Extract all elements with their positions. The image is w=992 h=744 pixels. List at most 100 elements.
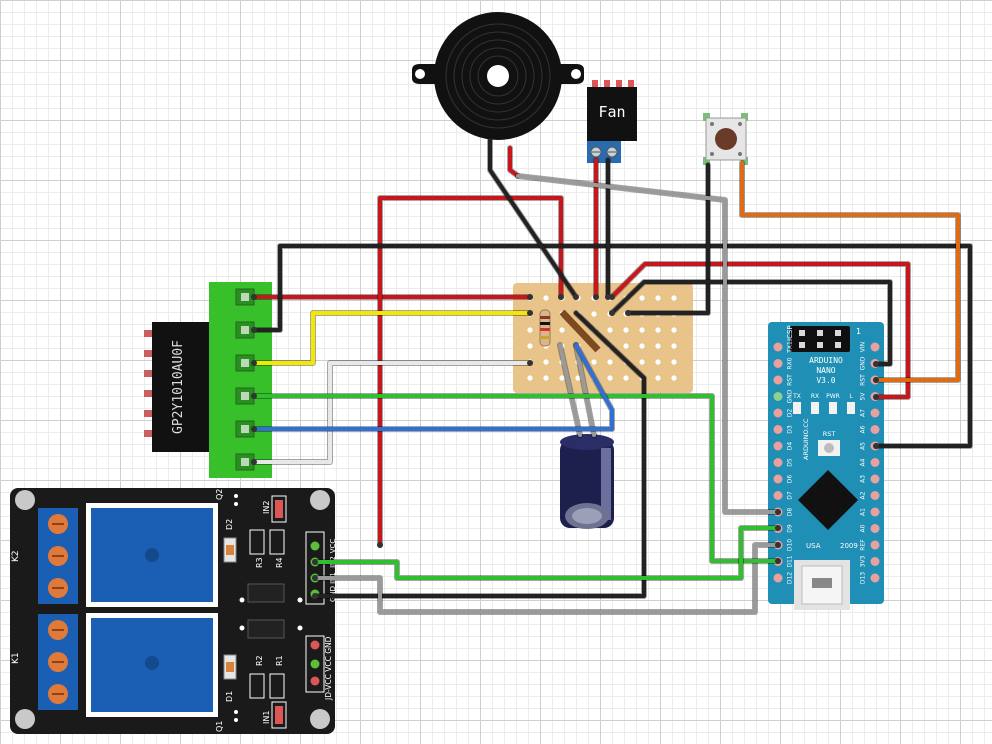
strip-hole: [655, 359, 661, 365]
strip-hole: [527, 343, 533, 349]
arduino-led-tx: TX: [792, 393, 801, 400]
arduino-pin-left: [773, 359, 783, 368]
arduino-pin-label-left: D7: [787, 491, 794, 500]
arduino-pin-right: [870, 491, 880, 500]
wire-endpoint: [558, 294, 564, 300]
arduino-pin-left: [773, 375, 783, 385]
arduino-pin-label-left: D2: [787, 409, 794, 418]
arduino-pin-label-left: D6: [787, 475, 794, 484]
wire-endpoint: [251, 426, 257, 432]
wire-gray: [574, 343, 596, 437]
wire-green: [252, 394, 780, 563]
wire-endpoint: [251, 294, 257, 300]
relay-header-label: VCC: [329, 539, 337, 554]
arduino-pin-label-left: D5: [787, 458, 794, 467]
wire-red: [508, 146, 520, 178]
arduino-pin-left: [773, 441, 783, 451]
strip-hole: [607, 359, 613, 365]
piezo-buzzer: [412, 12, 584, 140]
relay-label-in1: IN1: [262, 711, 271, 724]
strip-hole: [639, 327, 645, 333]
wire-endpoint: [873, 394, 879, 400]
strip-hole: [623, 327, 629, 333]
arduino-led-rx: RX: [811, 393, 819, 400]
arduino-pin-right: [870, 557, 880, 566]
relay-label-q2: Q2: [215, 489, 224, 500]
wire-endpoint: [625, 310, 631, 316]
arduino-pin-label-left: RX0: [787, 357, 794, 369]
relay-label-r4: R4: [275, 557, 284, 568]
wire-yellow: [252, 311, 532, 365]
relay-label-d2: D2: [225, 519, 234, 530]
terminal-screw: [241, 392, 249, 400]
terminal-screw: [241, 293, 249, 301]
arduino-pin-label-right: RST: [860, 374, 867, 386]
arduino-name-3: V3.0: [816, 376, 835, 385]
strip-hole: [527, 375, 533, 381]
wire-black: [610, 280, 892, 366]
arduino-pin-left: [773, 458, 783, 467]
wire-endpoint: [312, 593, 318, 599]
wire-endpoint: [573, 294, 579, 300]
arduino-pin-left: [773, 474, 783, 484]
wire-outline: [251, 360, 533, 465]
wire-endpoint: [251, 393, 257, 399]
dust-sensor-label: GP2Y1010AU0F: [171, 340, 186, 434]
terminal-screw: [241, 425, 249, 433]
arduino-pin-left: [773, 425, 783, 434]
arduino-led-pwr: PWR: [826, 393, 840, 400]
sensor-pin: [144, 330, 154, 337]
arduino-pin-label-left: D9: [787, 524, 794, 533]
arduino-pin-right: [870, 425, 880, 434]
strip-hole: [623, 375, 629, 381]
strip-hole: [671, 359, 677, 365]
strip-hole: [655, 343, 661, 349]
arduino-pin-left: [773, 392, 783, 401]
strip-hole: [655, 327, 661, 333]
arduino-pin-right: [870, 408, 880, 418]
wire-black: [252, 244, 972, 448]
wire-black: [626, 163, 710, 315]
arduino-pin-label-left: D10: [787, 539, 794, 551]
arduino-pin-label-left: TX1: [787, 341, 794, 354]
arduino-pin-label-left: D12: [787, 572, 794, 584]
wire-endpoint: [377, 542, 383, 548]
wire-outline: [312, 525, 781, 581]
relay-header-pin: [310, 541, 320, 551]
push-button: [703, 113, 748, 165]
wire-gray: [558, 343, 582, 437]
dust-sensor: GP2Y1010AU0F: [144, 282, 272, 478]
wire-endpoint: [527, 310, 533, 316]
arduino-pin-label-left: D11: [787, 555, 794, 567]
strip-hole: [671, 375, 677, 381]
strip-hole: [591, 359, 597, 365]
arduino-pin-label-left: RST: [787, 374, 794, 386]
relay-label-r1: R1: [275, 655, 284, 666]
wire-endpoint: [873, 377, 879, 383]
relay-label-k1: K1: [11, 652, 21, 664]
arduino-pin-label-right: A4: [860, 458, 867, 466]
arduino-side-text: ARDUINO.CC: [802, 418, 810, 460]
arduino-icsp-label: ICSP: [786, 325, 794, 341]
arduino-pin-label-right: A0: [860, 524, 867, 532]
wire-red: [610, 262, 910, 399]
wire-endpoint: [609, 310, 615, 316]
arduino-pin-label-right: A6: [860, 425, 867, 433]
wire-endpoint: [527, 360, 533, 366]
arduino-pin-label-right: A2: [860, 491, 867, 499]
strip-hole: [543, 295, 549, 301]
wire-outline: [251, 310, 533, 366]
arduino-pin-left: [773, 408, 783, 418]
strip-hole: [639, 295, 645, 301]
arduino-pin-label-right: A7: [860, 409, 867, 417]
arduino-pin-right: [870, 573, 880, 583]
sensor-pin: [144, 370, 154, 377]
arduino-pin-right: [870, 474, 880, 484]
arduino-pin-label-right: A3: [860, 475, 867, 483]
arduino-pin-label-right: A5: [860, 442, 867, 450]
arduino-usb-label: USA: [806, 542, 821, 550]
strip-hole: [671, 295, 677, 301]
wire-endpoint: [312, 559, 318, 565]
arduino-pin-left: [773, 342, 783, 352]
